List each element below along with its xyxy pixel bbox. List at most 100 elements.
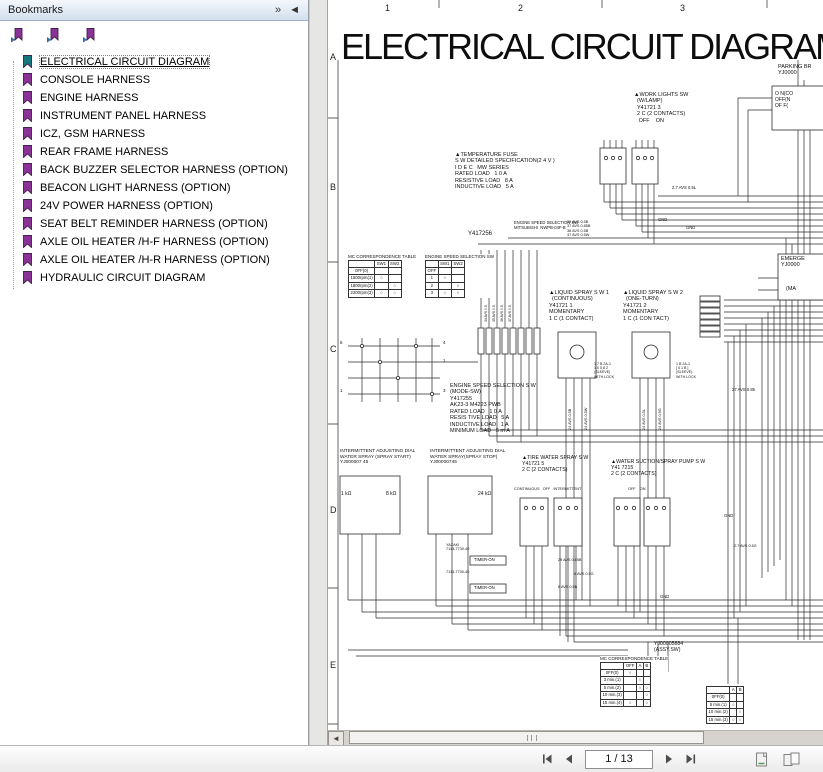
bookmark-item-7[interactable]: BEACON LIGHT HARNESS (OPTION) xyxy=(0,179,308,197)
grid-letter-left: B xyxy=(330,182,337,192)
engine-speed-sel-partno: Y417256 xyxy=(468,231,493,237)
bookmark-arrow-icon-3[interactable] xyxy=(82,27,98,43)
bookmark-icon xyxy=(22,199,34,213)
wire-label-v4: 24 AVS 0.5G xyxy=(658,408,662,430)
gnd-label-2: GND xyxy=(686,225,696,230)
bookmark-icon xyxy=(22,145,34,159)
wire-label-v2: 24 AVS 0.5W xyxy=(584,407,588,430)
bookmark-arrow-icon-1[interactable] xyxy=(10,27,26,43)
wire-label-7: 2.7 AVS 0.5G xyxy=(734,544,757,548)
bookmark-item-10[interactable]: AXLE OIL HEATER /H-F HARNESS (OPTION) xyxy=(0,233,308,251)
first-page-button[interactable] xyxy=(537,749,557,769)
wire-label-v1: 24 AVS 0.5B xyxy=(568,408,572,430)
bookmark-item-3[interactable]: INSTRUMENT PANEL HARNESS xyxy=(0,107,308,125)
gnd-label-1: GND xyxy=(658,217,668,222)
bookmark-item-0[interactable]: ELECTRICAL CIRCUIT DIAGRAM xyxy=(0,53,308,71)
bookmark-arrow-icon-2[interactable] xyxy=(46,27,62,43)
view-tools xyxy=(751,750,801,768)
bookmark-label: INSTRUMENT PANEL HARNESS xyxy=(40,110,207,122)
wire-label-2: 2.7 AVS 0.5L xyxy=(672,185,697,190)
bookmark-label: AXLE OIL HEATER /H-F HARNESS (OPTION) xyxy=(40,236,269,248)
sw2-connector-note: 1 B 2A-1 [ 4 1 B ] (SLEEVE) WITH LOCK xyxy=(676,362,696,379)
previous-page-button[interactable] xyxy=(559,749,579,769)
timer-on-2: TIMER-ON xyxy=(474,585,495,590)
grid-letter-left: E xyxy=(330,660,337,670)
bookmark-tree: ELECTRICAL CIRCUIT DIAGRAM CONSOLE HARNES… xyxy=(0,49,308,746)
bookmark-label: BEACON LIGHT HARNESS (OPTION) xyxy=(40,182,231,194)
dial1-value-1: 1 kΩ xyxy=(341,491,352,497)
facing-pages-view-icon[interactable] xyxy=(781,750,801,768)
yazaki-label-1: YAZAKI 7113-7730-40 xyxy=(446,543,470,552)
bookmark-icon xyxy=(22,55,34,69)
bookmark-item-8[interactable]: 24V POWER HARNESS (OPTION) xyxy=(0,197,308,215)
bookmark-item-9[interactable]: SEAT BELT REMINDER HARNESS (OPTION) xyxy=(0,215,308,233)
dial-stop-label: INTERMITTENT ADJUSTING DIAL WATER SPRAY(… xyxy=(430,449,506,466)
horizontal-scrollbar: ◄ xyxy=(328,730,823,746)
wire-label-6: 8 AVS 0.5B xyxy=(558,585,578,589)
wire-label-v6: 35 AVS 0.5 xyxy=(492,305,496,322)
assy-label: YJ00005884 (ASSY.SW) xyxy=(654,641,684,654)
wire-label-5: 6 AVS 0.5G xyxy=(574,572,594,576)
bookmarks-panel-title: Bookmarks xyxy=(8,4,64,16)
grid-num-left-2: 1 xyxy=(340,388,343,393)
gnd-label-3: GND xyxy=(660,594,670,599)
single-page-view-icon[interactable] xyxy=(751,750,771,768)
bookmark-label: CONSOLE HARNESS xyxy=(40,74,151,86)
grid-num-right-2: 1 xyxy=(443,358,446,363)
bookmark-icon xyxy=(22,73,34,87)
bookmark-item-5[interactable]: REAR FRAME HARNESS xyxy=(0,143,308,161)
bookmark-item-1[interactable]: CONSOLE HARNESS xyxy=(0,71,308,89)
bookmark-label: ENGINE HARNESS xyxy=(40,92,139,104)
bookmark-item-11[interactable]: AXLE OIL HEATER /H-R HARNESS (OPTION) xyxy=(0,251,308,269)
last-page-button[interactable] xyxy=(681,749,701,769)
bookmark-label: HYDRAULIC CIRCUIT DIAGRAM xyxy=(40,272,206,284)
liquid-spray-sw1-label: ▲LIQUID SPRAY S W 1 (CONTINUOUS) Y41721 … xyxy=(549,290,609,322)
next-page-button[interactable] xyxy=(659,749,679,769)
pump-sw-positions: OFF ON xyxy=(628,487,646,491)
bookmark-icon xyxy=(22,235,34,249)
bookmark-icon xyxy=(22,91,34,105)
dial1-value-2: 8 kΩ xyxy=(386,491,397,497)
bookmark-label: SEAT BELT REMINDER HARNESS (OPTION) xyxy=(40,218,268,230)
grid-letter-left: A xyxy=(330,52,337,62)
wire-label-v8: 37 AVS 0.5 xyxy=(508,305,512,322)
bookmark-item-4[interactable]: ICZ, GSM HARNESS xyxy=(0,125,308,143)
grid-letter-left: C xyxy=(330,344,337,354)
emergency-label-2: (MA xyxy=(786,286,797,292)
engine-speed-sel-connector-label: ENGINE SPEED SELECTION SW MITSUBISHI NWP… xyxy=(514,220,579,230)
bookmarks-panel-header: Bookmarks » ◄ xyxy=(0,0,308,21)
wire-label-v5: 34 AVS 0.5 xyxy=(484,305,488,322)
temperature-fuse-label: ▲TEMPERATURE FUSE S W DETAILED SPECIFICA… xyxy=(455,152,555,191)
pdf-viewer-window: Bookmarks » ◄ ELECTRICAL CIRCUIT DIAGRAM… xyxy=(0,0,823,746)
wire-label-1: 38 AVS 0.5B 37 AVS 0.85B 38 AVS 0.5B 37 … xyxy=(567,220,591,238)
bookmark-label: ELECTRICAL CIRCUIT DIAGRAM xyxy=(38,55,211,69)
bookmarks-toolbar xyxy=(0,21,308,49)
bookmark-icon xyxy=(22,253,34,267)
bookmark-item-2[interactable]: ENGINE HARNESS xyxy=(0,89,308,107)
bookmark-item-6[interactable]: BACK BUZZER SELECTOR HARNESS (OPTION) xyxy=(0,161,308,179)
scroll-left-button[interactable]: ◄ xyxy=(328,731,344,746)
bookmark-icon xyxy=(22,271,34,285)
bookmark-item-12[interactable]: HYDRAULIC CIRCUIT DIAGRAM xyxy=(0,269,308,287)
timer-on-1: TIMER-ON xyxy=(474,557,495,562)
dial2-value: 24 kΩ xyxy=(478,491,492,497)
wire-label-4: 29 AVS 0.85B xyxy=(558,558,582,562)
scrollbar-thumb[interactable] xyxy=(349,731,704,744)
scrollbar-track[interactable] xyxy=(344,731,823,746)
collapse-panel-icon[interactable]: ◄ xyxy=(289,4,300,16)
bookmark-label: BACK BUZZER SELECTOR HARNESS (OPTION) xyxy=(40,164,288,176)
wire-label-v7: 36 AVS 0.5 xyxy=(500,305,504,322)
panel-splitter[interactable] xyxy=(309,0,328,746)
page-navigation: 1 / 13 xyxy=(537,749,701,769)
dial-start-label: INTERMITTENT ADJUSTING DIAL WATER SPRAY … xyxy=(340,449,416,466)
bookmark-label: 24V POWER HARNESS (OPTION) xyxy=(40,200,213,212)
page-number-field[interactable]: 1 / 13 xyxy=(585,749,653,769)
bookmark-icon xyxy=(22,109,34,123)
expand-panel-icon[interactable]: » xyxy=(274,4,282,16)
